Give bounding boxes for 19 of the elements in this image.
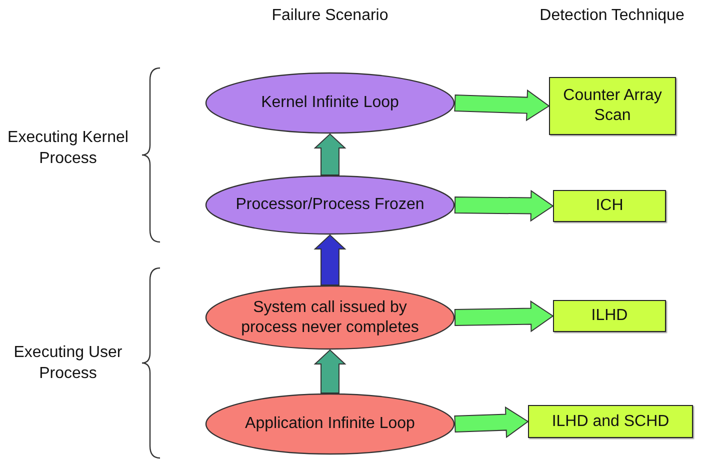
block-arrow (454, 89, 550, 122)
group-label: Executing Kernel Process (6, 128, 130, 169)
scenario-ellipse: Kernel Infinite Loop (205, 72, 455, 134)
scenario-ellipse: Processor/Process Frozen (205, 175, 455, 235)
block-arrow (454, 190, 554, 222)
block-arrow (454, 406, 529, 438)
block-arrow (314, 349, 346, 394)
technique-box: ILHD (553, 300, 666, 332)
block-arrow (314, 234, 346, 286)
block-arrow (454, 300, 554, 332)
column-heading: Detection Technique (540, 6, 684, 26)
scenario-ellipse: System call issued by process never completes (205, 285, 455, 350)
block-arrow (314, 133, 346, 176)
scenario-ellipse: Application Infinite Loop (205, 393, 455, 455)
column-heading: Failure Scenario (272, 6, 388, 26)
group-label: Executing User Process (12, 343, 124, 384)
technique-box: ILHD and SCHD (528, 405, 693, 438)
technique-box: Counter Array Scan (549, 77, 676, 135)
technique-box: ICH (553, 190, 666, 222)
